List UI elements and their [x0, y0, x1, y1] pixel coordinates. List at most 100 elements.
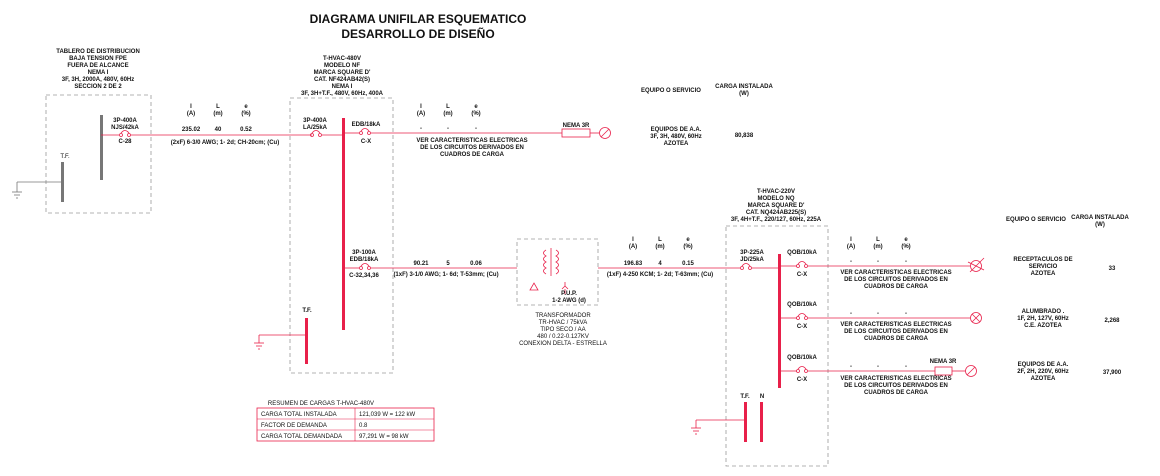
- svg-text:-: -: [877, 364, 879, 370]
- svg-text:TIPO SECO / AA: TIPO SECO / AA: [540, 327, 585, 333]
- equip-header1-load-unit: (W): [739, 91, 749, 97]
- svg-text:DE LOS CIRCUITOS DERIVADOS EN: DE LOS CIRCUITOS DERIVADOS EN: [844, 383, 948, 389]
- branch-1: QOB/10kA C-X - - - VER CARACTERISTICAS E…: [781, 250, 970, 290]
- wye-symbol-icon: [561, 282, 569, 294]
- summary-row-value: 97,291 W = 98 kW: [359, 434, 409, 440]
- board-main-busbar: [100, 115, 103, 180]
- svg-text:-: -: [850, 311, 852, 317]
- panel-480-tf-label: T.F.: [302, 308, 312, 314]
- svg-text:QOB/10kA: QOB/10kA: [787, 250, 817, 256]
- svg-text:FUERA DE ALCANCE: FUERA DE ALCANCE: [67, 63, 128, 69]
- panel-220-enclosure: [725, 225, 829, 467]
- summary-row-value: 0.8: [359, 423, 368, 429]
- breaker-480-xfmr-tag: C-32,34,36: [349, 273, 379, 279]
- panel-220-n-label: N: [760, 394, 764, 400]
- feeder3-headers: I (A) L (m) e (%): [629, 237, 693, 250]
- svg-text:L: L: [658, 237, 662, 243]
- svg-text:3F, 3H+T.F., 480V, 60Hz, 400A: 3F, 3H+T.F., 480V, 60Hz, 400A: [301, 91, 384, 97]
- feeder1-drop: 0.52: [240, 127, 252, 133]
- svg-text:(%): (%): [901, 244, 910, 250]
- svg-text:-: -: [905, 364, 907, 370]
- svg-text:BAJA TENSION FPE: BAJA TENSION FPE: [69, 56, 127, 62]
- svg-text:P.U.P.: P.U.P.: [561, 291, 577, 297]
- svg-text:(%): (%): [241, 111, 250, 117]
- svg-text:ALUMBRADO .: ALUMBRADO .: [1022, 309, 1065, 315]
- svg-text:L: L: [876, 237, 880, 243]
- summary-row-label: CARGA TOTAL DEMANDADA: [261, 434, 342, 440]
- feeder1-cable: (2xF) 6-3/0 AWG; 1- 2d; CH-20cm; (Cu): [171, 140, 279, 146]
- svg-text:VER CARACTERISTICAS ELECTRICAS: VER CARACTERISTICAS ELECTRICAS: [840, 376, 951, 382]
- svg-text:CONEXION DELTA - ESTRELLA: CONEXION DELTA - ESTRELLA: [519, 341, 607, 347]
- svg-text:CUADROS DE CARGA: CUADROS DE CARGA: [440, 152, 505, 158]
- svg-text:e: e: [474, 104, 478, 110]
- branch-3: QOB/10kA C-X - - - VER CARACTERISTICAS E…: [781, 355, 965, 396]
- transformer-pup-label: P.U.P. 1-2 AWG (d): [552, 291, 586, 304]
- svg-text:-: -: [905, 259, 907, 265]
- feeder3-cable: (1xF) 4-250 KCM; 1- 2d; T-63mm; (Cu): [607, 272, 713, 278]
- breaker-480-xfmr-symbol: [345, 263, 371, 270]
- svg-text:DE LOS CIRCUITOS DERIVADOS EN: DE LOS CIRCUITOS DERIVADOS EN: [844, 329, 948, 335]
- svg-text:VER CARACTERISTICAS ELECTRICAS: VER CARACTERISTICAS ELECTRICAS: [416, 138, 527, 144]
- svg-text:CUADROS DE CARGA: CUADROS DE CARGA: [864, 336, 929, 342]
- svg-text:VER CARACTERISTICAS ELECTRICAS: VER CARACTERISTICAS ELECTRICAS: [840, 270, 951, 276]
- svg-text:L: L: [446, 104, 450, 110]
- transformer-primary-coil: [543, 249, 547, 275]
- feeder2-length: 5: [446, 261, 450, 267]
- panel-480-ground-bar: [305, 318, 308, 364]
- svg-text:L: L: [216, 104, 220, 110]
- svg-text:AZOTEA: AZOTEA: [664, 141, 689, 147]
- equip-receptacles-load: 33: [1109, 266, 1116, 272]
- breaker-480-edb-tag: C-X: [361, 139, 371, 145]
- svg-text:T-HVAC-220V: T-HVAC-220V: [757, 189, 795, 195]
- svg-text:I: I: [632, 237, 634, 243]
- svg-text:3F, 4H+T.F., 220/127, 60Hz, 22: 3F, 4H+T.F., 220/127, 60Hz, 225A: [731, 217, 822, 223]
- feeder-ac-current: -: [420, 126, 422, 132]
- panel-220-neutral-bar: [760, 402, 763, 442]
- ac-unit-icon: [965, 365, 977, 377]
- svg-text:NEMA 3R: NEMA 3R: [930, 359, 957, 365]
- equip-ac-load: 80,838: [735, 133, 754, 139]
- feeder3-length: 4: [658, 261, 662, 267]
- breaker-220-main-symbol: [740, 263, 779, 270]
- svg-text:e: e: [686, 237, 690, 243]
- feeder-ac-drop: -: [475, 126, 477, 132]
- feeder1-headers: I (A) L (m) e (%): [187, 104, 251, 117]
- svg-text:TABLERO DE DISTRIBUCION: TABLERO DE DISTRIBUCION: [56, 49, 140, 55]
- svg-text:C-X: C-X: [797, 324, 807, 330]
- svg-text:QOB/10kA: QOB/10kA: [787, 355, 817, 361]
- delta-symbol-icon: [529, 282, 539, 291]
- svg-text:3F, 3H, 2000A, 480V, 60Hz: 3F, 3H, 2000A, 480V, 60Hz: [62, 77, 135, 83]
- svg-text:AZOTEA: AZOTEA: [1031, 376, 1056, 382]
- board-main-ground-bar: [61, 162, 64, 202]
- feeder1-current: 235.02: [182, 127, 201, 133]
- equip-header2-service: EQUIPO O SERVICIO: [1006, 217, 1066, 223]
- svg-text:(A): (A): [629, 244, 637, 250]
- panel-480-enclosure: [289, 97, 394, 374]
- feeder-ac-note: VER CARACTERISTICAS ELECTRICAS DE LOS CI…: [416, 138, 527, 158]
- svg-text:I: I: [850, 237, 852, 243]
- panel-480-busbar: [342, 118, 345, 330]
- svg-text:MARCA SQUARE D': MARCA SQUARE D': [748, 203, 805, 209]
- feeder2-cable: (1xF) 3-1/0 AWG; 1- 6d; T-53mm; (Cu): [393, 272, 498, 278]
- board-main-tf-label: T.F.: [60, 154, 70, 160]
- svg-text:SECCION 2 DE 2: SECCION 2 DE 2: [74, 84, 122, 90]
- svg-text:NEMA I: NEMA I: [332, 84, 353, 90]
- branch-headers: I (A) L (m) e (%): [847, 237, 911, 250]
- svg-text:SERVICIO: SERVICIO: [1029, 264, 1058, 270]
- panel-480-label: T-HVAC-480V MODELO NF MARCA SQUARE D' CA…: [301, 56, 384, 97]
- transformer-enclosure: [516, 238, 599, 306]
- svg-text:1F, 2H, 127V, 60Hz: 1F, 2H, 127V, 60Hz: [1017, 316, 1068, 322]
- transformer-label: TRANSFORMADOR TR-HVAC / 75kVA TIPO SECO …: [519, 313, 607, 347]
- panel-480-ground-symbol: [254, 334, 306, 350]
- svg-text:DE LOS CIRCUITOS DERIVADOS EN: DE LOS CIRCUITOS DERIVADOS EN: [844, 277, 948, 283]
- feeder-ac-headers: I (A) L (m) e (%): [417, 104, 481, 117]
- panel-220-label: T-HVAC-220V MODELO NQ MARCA SQUARE D' CA…: [731, 189, 822, 223]
- svg-text:EDB/18kA: EDB/18kA: [350, 257, 379, 263]
- panel-220-tf-label: T.F.: [740, 394, 750, 400]
- svg-text:QOB/10kA: QOB/10kA: [787, 302, 817, 308]
- equip-lighting-load: 2,268: [1104, 318, 1120, 324]
- breaker-480-edb-symbol: [345, 128, 371, 135]
- svg-text:RECEPTACULOS DE: RECEPTACULOS DE: [1013, 257, 1072, 263]
- svg-text:(%): (%): [683, 244, 692, 250]
